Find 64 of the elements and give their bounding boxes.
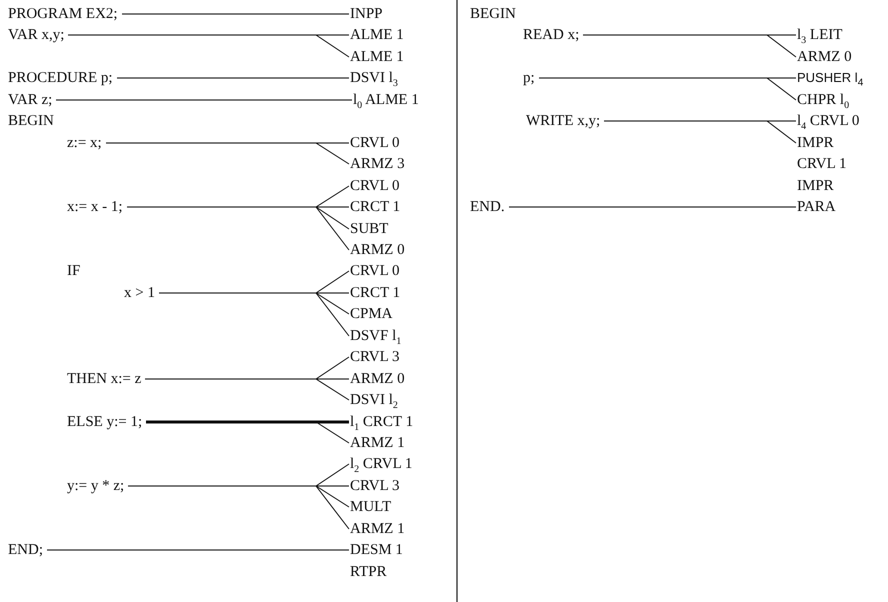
connector-line — [146, 420, 349, 424]
code-text: RTPR — [350, 562, 387, 581]
instruction-text: ARMZ 3 — [350, 155, 405, 174]
instruction-text: ARMZ 0 — [797, 48, 852, 66]
connector-line — [144, 378, 350, 400]
instruction-text: ALME 1 — [350, 26, 404, 44]
source-code-text: WRITE x,y; — [526, 112, 600, 130]
instruction-text: DSVI l$_{3}$ — [350, 69, 398, 88]
instruction-text: ARMZ 1 — [350, 520, 405, 538]
code-text: CRVL 1 — [797, 155, 846, 174]
instruction-text: SUBT — [350, 220, 388, 238]
connector-line — [128, 486, 350, 530]
code-text: IF — [67, 262, 80, 280]
connector-line — [106, 142, 350, 164]
instruction-text: IMPR — [797, 134, 834, 152]
source-code-text: PROCEDURE p; — [8, 69, 113, 88]
instruction-text: ARMZ 0 — [350, 370, 405, 388]
instruction-text: CPMA — [350, 305, 393, 324]
instruction-text: CRVL 0 — [350, 262, 400, 280]
instruction-text: DSVF l$_{1}$ — [350, 326, 402, 345]
instruction-text: INPP — [350, 5, 383, 23]
instruction-text: ALME 1 — [350, 48, 404, 66]
instruction-text: CRCT 1 — [350, 284, 400, 302]
source-code-text: p; — [523, 69, 535, 88]
source-code-text: END; — [8, 541, 43, 560]
source-code-text: PROGRAM EX2; — [8, 5, 118, 23]
source-code-text: END. — [470, 198, 505, 216]
code-text: BEGIN — [8, 112, 54, 130]
connector-line — [126, 206, 350, 250]
instruction-text: CRVL 0 — [350, 134, 400, 152]
source-code-text: y:= y * z; — [67, 476, 124, 495]
source-code-text: READ x; — [523, 26, 580, 44]
source-code-text: VAR z; — [8, 90, 52, 109]
instruction-text: MULT — [350, 498, 392, 516]
connector-line — [582, 34, 796, 58]
instruction-text: CRVL 0 — [350, 176, 400, 195]
instruction-text: l$_{0}$ ALME 1 — [353, 90, 419, 109]
instruction-text: PUSHER l$_{4}$ — [797, 69, 864, 88]
source-code-text: x:= x - 1; — [67, 198, 123, 216]
source-code-text: THEN x:= z — [67, 370, 142, 388]
instruction-text: ARMZ 1 — [350, 434, 405, 452]
source-code-text: VAR x,y; — [8, 26, 64, 44]
instruction-text: l$_{4}$ CRVL 0 — [797, 112, 860, 130]
instruction-text: CRVL 3 — [350, 348, 400, 366]
instruction-text: PARA — [797, 198, 836, 216]
source-code-text: x > 1 — [124, 284, 155, 302]
instruction-text: CRCT 1 — [350, 198, 400, 216]
connector-line — [158, 292, 350, 336]
instruction-text: l$_{3}$ LEIT — [797, 26, 842, 44]
instruction-text: DSVI l$_{2}$ — [350, 391, 398, 410]
connector-line — [538, 78, 796, 100]
code-text: IMPR — [797, 176, 834, 195]
connector-line — [68, 34, 350, 58]
instruction-text: DESM 1 — [350, 541, 403, 560]
instruction-text: l$_{2}$ CRVL 1 — [350, 455, 412, 474]
instruction-text: l$_{1}$ CRCT 1 — [350, 412, 414, 431]
instruction-text: CHPR l$_{0}$ — [797, 90, 850, 109]
instruction-text: ARMZ 0 — [350, 240, 405, 259]
connector-line — [604, 120, 796, 144]
connector-line — [508, 206, 796, 208]
source-code-text: z:= x; — [67, 134, 102, 152]
source-code-text: ELSE y:= 1; — [67, 412, 142, 431]
instruction-text: CRVL 3 — [350, 476, 400, 495]
code-text: BEGIN — [470, 5, 516, 23]
